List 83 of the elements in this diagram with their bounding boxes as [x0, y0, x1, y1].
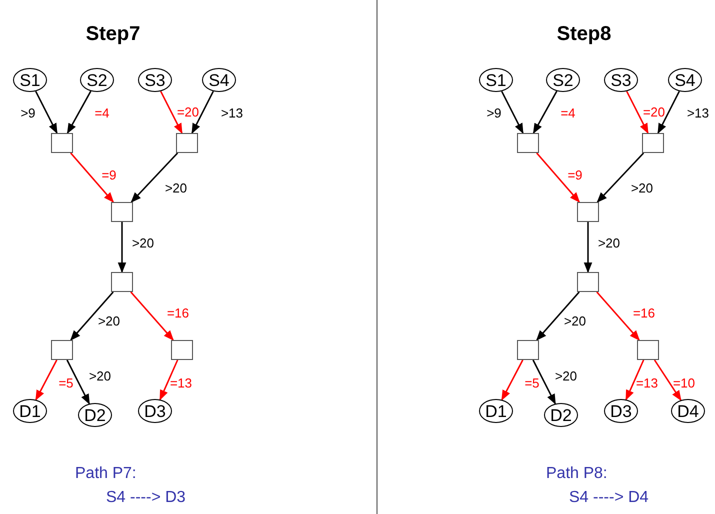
edge-label: =16: [166, 306, 190, 320]
edge-label: >20: [564, 314, 586, 328]
edge-label: >20: [132, 236, 154, 250]
arrow: [66, 360, 90, 405]
arrow: [191, 90, 214, 134]
node-ellipse: S1: [13, 68, 47, 92]
arrow: [625, 360, 644, 400]
node-ellipse: S4: [202, 68, 236, 92]
arrow: [130, 292, 174, 341]
arrow: [160, 90, 183, 134]
edge-label: =5: [524, 376, 540, 390]
arrow: [130, 152, 178, 203]
edge-label: >20: [598, 236, 620, 250]
node-ellipse: D3: [604, 399, 638, 423]
arrow: [596, 152, 644, 203]
edge-label: =9: [102, 168, 116, 182]
node-ellipse: D1: [479, 399, 513, 423]
node-ellipse: S2: [80, 68, 114, 92]
arrow: [626, 90, 649, 134]
node-ellipse: S3: [604, 68, 638, 92]
edge-label: >13: [686, 106, 710, 120]
junction-box: [111, 272, 133, 292]
edge-label: =13: [170, 376, 192, 390]
edge-label: >20: [630, 182, 654, 194]
junction-box: [642, 133, 664, 153]
arrow: [501, 90, 524, 134]
arrow: [532, 90, 558, 134]
path-note: Path P8:: [546, 466, 608, 482]
edge-label: >20: [554, 370, 578, 382]
edge-label: >9: [486, 106, 502, 120]
path-note: S4 ----> D3: [106, 490, 186, 506]
node-ellipse: S4: [668, 68, 702, 92]
node-ellipse: D1: [13, 399, 47, 423]
edge-label: =4: [94, 106, 110, 120]
edge-label: =9: [568, 168, 582, 182]
arrow: [70, 152, 114, 203]
node-ellipse: D2: [544, 403, 578, 427]
arrow: [66, 90, 92, 134]
edge-label: =4: [560, 106, 576, 120]
arrow: [536, 152, 580, 203]
edge-label: >9: [20, 106, 36, 120]
arrow: [501, 360, 524, 401]
junction-box: [51, 340, 73, 360]
edge-label: =13: [636, 376, 658, 390]
node-ellipse: S1: [479, 68, 513, 92]
edge-label: =16: [632, 306, 656, 320]
arrow: [657, 90, 680, 134]
junction-box: [51, 133, 73, 153]
edge-label: =20: [642, 106, 666, 118]
edge-label: >20: [164, 182, 188, 194]
arrow: [596, 292, 640, 341]
junction-box: [171, 340, 193, 360]
edge-label: =5: [58, 376, 74, 390]
step-title: Step7: [86, 24, 140, 44]
step-title: Step8: [556, 24, 612, 44]
edge-label: =20: [176, 106, 200, 118]
arrow: [536, 292, 580, 341]
arrow: [118, 222, 126, 274]
arrow: [35, 360, 58, 401]
path-note: S4 ----> D4: [569, 490, 649, 506]
node-ellipse: S2: [546, 68, 580, 92]
junction-box: [111, 202, 133, 222]
arrow: [35, 90, 58, 134]
junction-box: [637, 340, 659, 360]
junction-box: [517, 133, 539, 153]
node-ellipse: D4: [671, 399, 705, 423]
node-ellipse: D2: [78, 403, 112, 427]
path-note: Path P7:: [75, 466, 136, 482]
arrow: [654, 360, 682, 401]
arrow: [532, 360, 556, 405]
junction-box: [577, 202, 599, 222]
junction-box: [577, 272, 599, 292]
junction-box: [176, 133, 198, 153]
arrow: [70, 292, 114, 341]
node-ellipse: D3: [138, 399, 172, 423]
edge-label: =10: [672, 376, 696, 390]
edge-label: >20: [88, 370, 112, 382]
junction-box: [517, 340, 539, 360]
arrow: [159, 360, 178, 400]
node-ellipse: S3: [138, 68, 172, 92]
edge-label: >13: [220, 106, 244, 120]
arrow: [584, 222, 592, 274]
edge-label: >20: [98, 314, 120, 328]
